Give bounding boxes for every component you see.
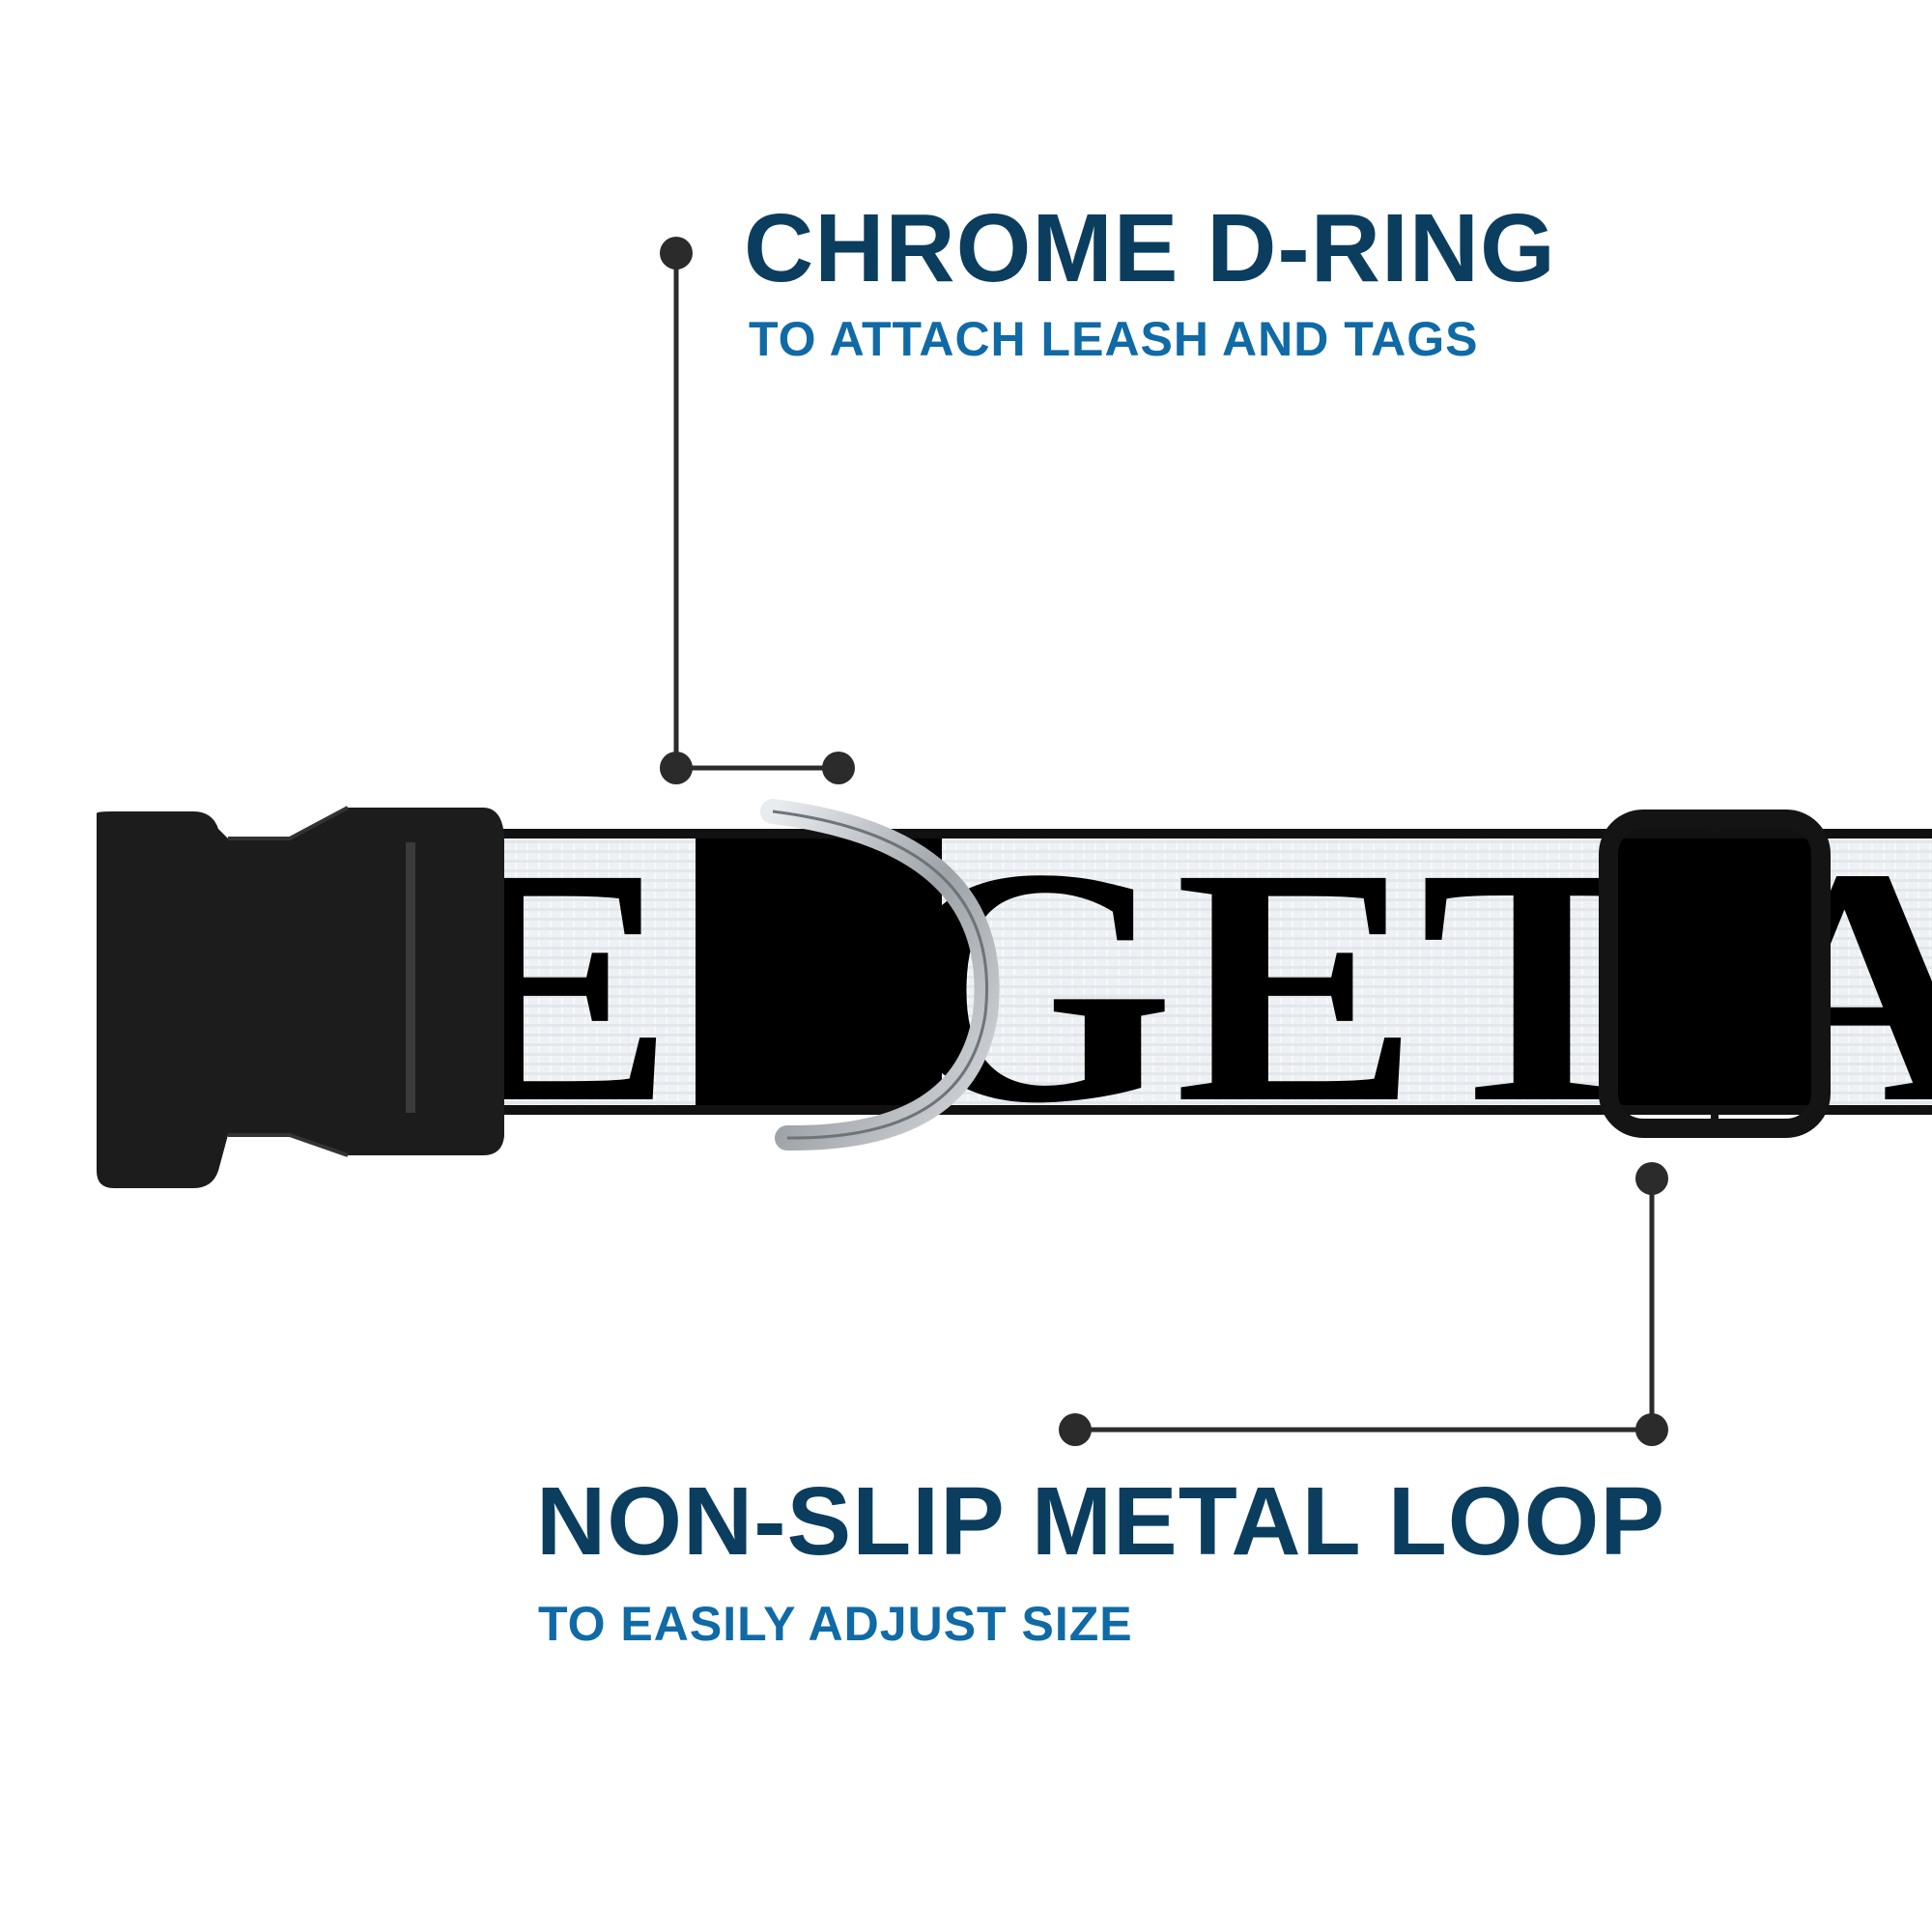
loop-subtitle: TO EASILY ADJUST SIZE [538, 1597, 1133, 1651]
loop-leader-line [1075, 1179, 1655, 1433]
slider-loop-icon[interactable] [1599, 810, 1831, 1138]
d-ring-subtitle: TO ATTACH LEASH AND TAGS [749, 312, 1479, 366]
leader-dot [822, 752, 855, 784]
leader-dot [1635, 1413, 1668, 1446]
loop-title: NON-SLIP METAL LOOP [536, 1467, 1666, 1576]
d-ring-icon[interactable] [760, 799, 1000, 1151]
leader-dot [1635, 1162, 1668, 1195]
leader-dot [1059, 1413, 1092, 1446]
collar-print: E! GET A [430, 838, 1932, 1105]
d-ring-title: CHROME D-RING [744, 194, 1556, 302]
leader-dot [660, 237, 693, 270]
leader-dot [660, 752, 693, 784]
buckle-icon[interactable] [97, 806, 504, 1188]
